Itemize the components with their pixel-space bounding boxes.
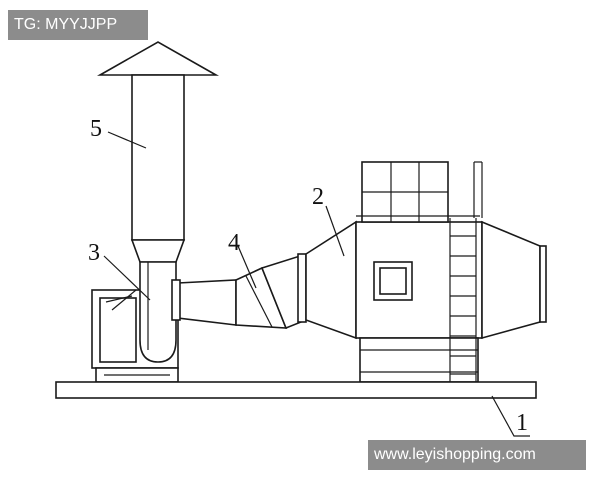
duct-flange-box — [297, 253, 307, 323]
leader-line-box — [325, 205, 345, 257]
connecting-duct — [171, 253, 307, 330]
base-plate — [55, 381, 537, 399]
box-inlet-cone — [305, 220, 357, 340]
watermark-bottom: www.leyishopping.com — [368, 440, 586, 470]
box-outlet-cone — [481, 220, 541, 340]
label-fan: 3 — [88, 240, 100, 266]
ladder — [449, 161, 483, 382]
duct-fold-line — [245, 275, 273, 328]
watermark-top: TG: MYYJJPP — [8, 10, 148, 40]
leader-line-duct — [237, 245, 257, 289]
treatment-box — [305, 161, 547, 383]
chimney-taper — [130, 239, 186, 263]
label-base: 1 — [516, 410, 528, 436]
fan-motor-panel — [99, 297, 137, 363]
inspection-window-inner — [379, 267, 407, 295]
fan-scroll — [139, 261, 177, 363]
duct-segment-1 — [177, 279, 237, 326]
label-box: 2 — [312, 184, 324, 210]
leader-line-chimney — [107, 131, 147, 149]
box-support-frame — [359, 337, 479, 383]
chimney-stack — [131, 74, 185, 241]
box-outlet-flange — [539, 245, 547, 323]
leader-line-base — [491, 395, 530, 437]
leader-line-fan — [103, 255, 151, 301]
chimney-cap — [96, 41, 220, 76]
fan-bracket-diagonal — [111, 289, 137, 311]
fan-assembly — [91, 261, 179, 383]
duct-flange-fan — [171, 279, 181, 321]
label-chimney: 5 — [90, 116, 102, 142]
label-duct: 4 — [228, 230, 240, 256]
